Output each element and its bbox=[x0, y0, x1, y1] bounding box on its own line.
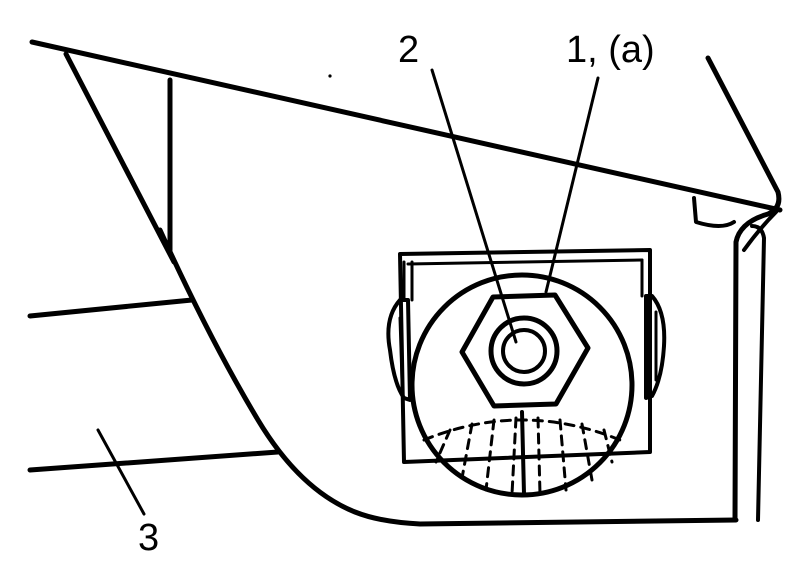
callout-label-2: 2 bbox=[398, 29, 419, 71]
callout-label-1a: 1, (a) bbox=[566, 29, 655, 71]
right-panel-bracket bbox=[692, 196, 736, 228]
mounting-plate-top-inner bbox=[406, 258, 644, 266]
right-panel-hook bbox=[742, 210, 778, 252]
upper-crossbar bbox=[27, 297, 195, 319]
leader-line-2 bbox=[430, 68, 518, 344]
right-slot-notch bbox=[640, 258, 652, 298]
hex-nut bbox=[459, 292, 591, 409]
left-brace-diagonal bbox=[63, 51, 177, 265]
right-panel-inner bbox=[750, 224, 766, 522]
left-slot-tab bbox=[386, 298, 412, 402]
stud-inner bbox=[501, 328, 547, 374]
stud-outer bbox=[488, 315, 560, 387]
left-slot-notch bbox=[402, 260, 414, 302]
right-panel-outer bbox=[705, 55, 782, 523]
left-slot-inner bbox=[398, 316, 404, 382]
washer-scale-center bbox=[520, 410, 526, 496]
leader-line-1a bbox=[544, 76, 600, 294]
right-slot-tab bbox=[644, 294, 667, 400]
leader-line-3 bbox=[96, 428, 146, 516]
washer-disc bbox=[409, 272, 635, 498]
body-curve bbox=[157, 227, 739, 527]
ink-dot bbox=[328, 74, 332, 78]
lower-crossbar bbox=[27, 449, 281, 473]
callout-label-3: 3 bbox=[138, 517, 159, 559]
washer-scale-ticks bbox=[434, 416, 614, 496]
mounting-plate bbox=[398, 248, 652, 464]
top-frame-edge bbox=[29, 39, 783, 213]
